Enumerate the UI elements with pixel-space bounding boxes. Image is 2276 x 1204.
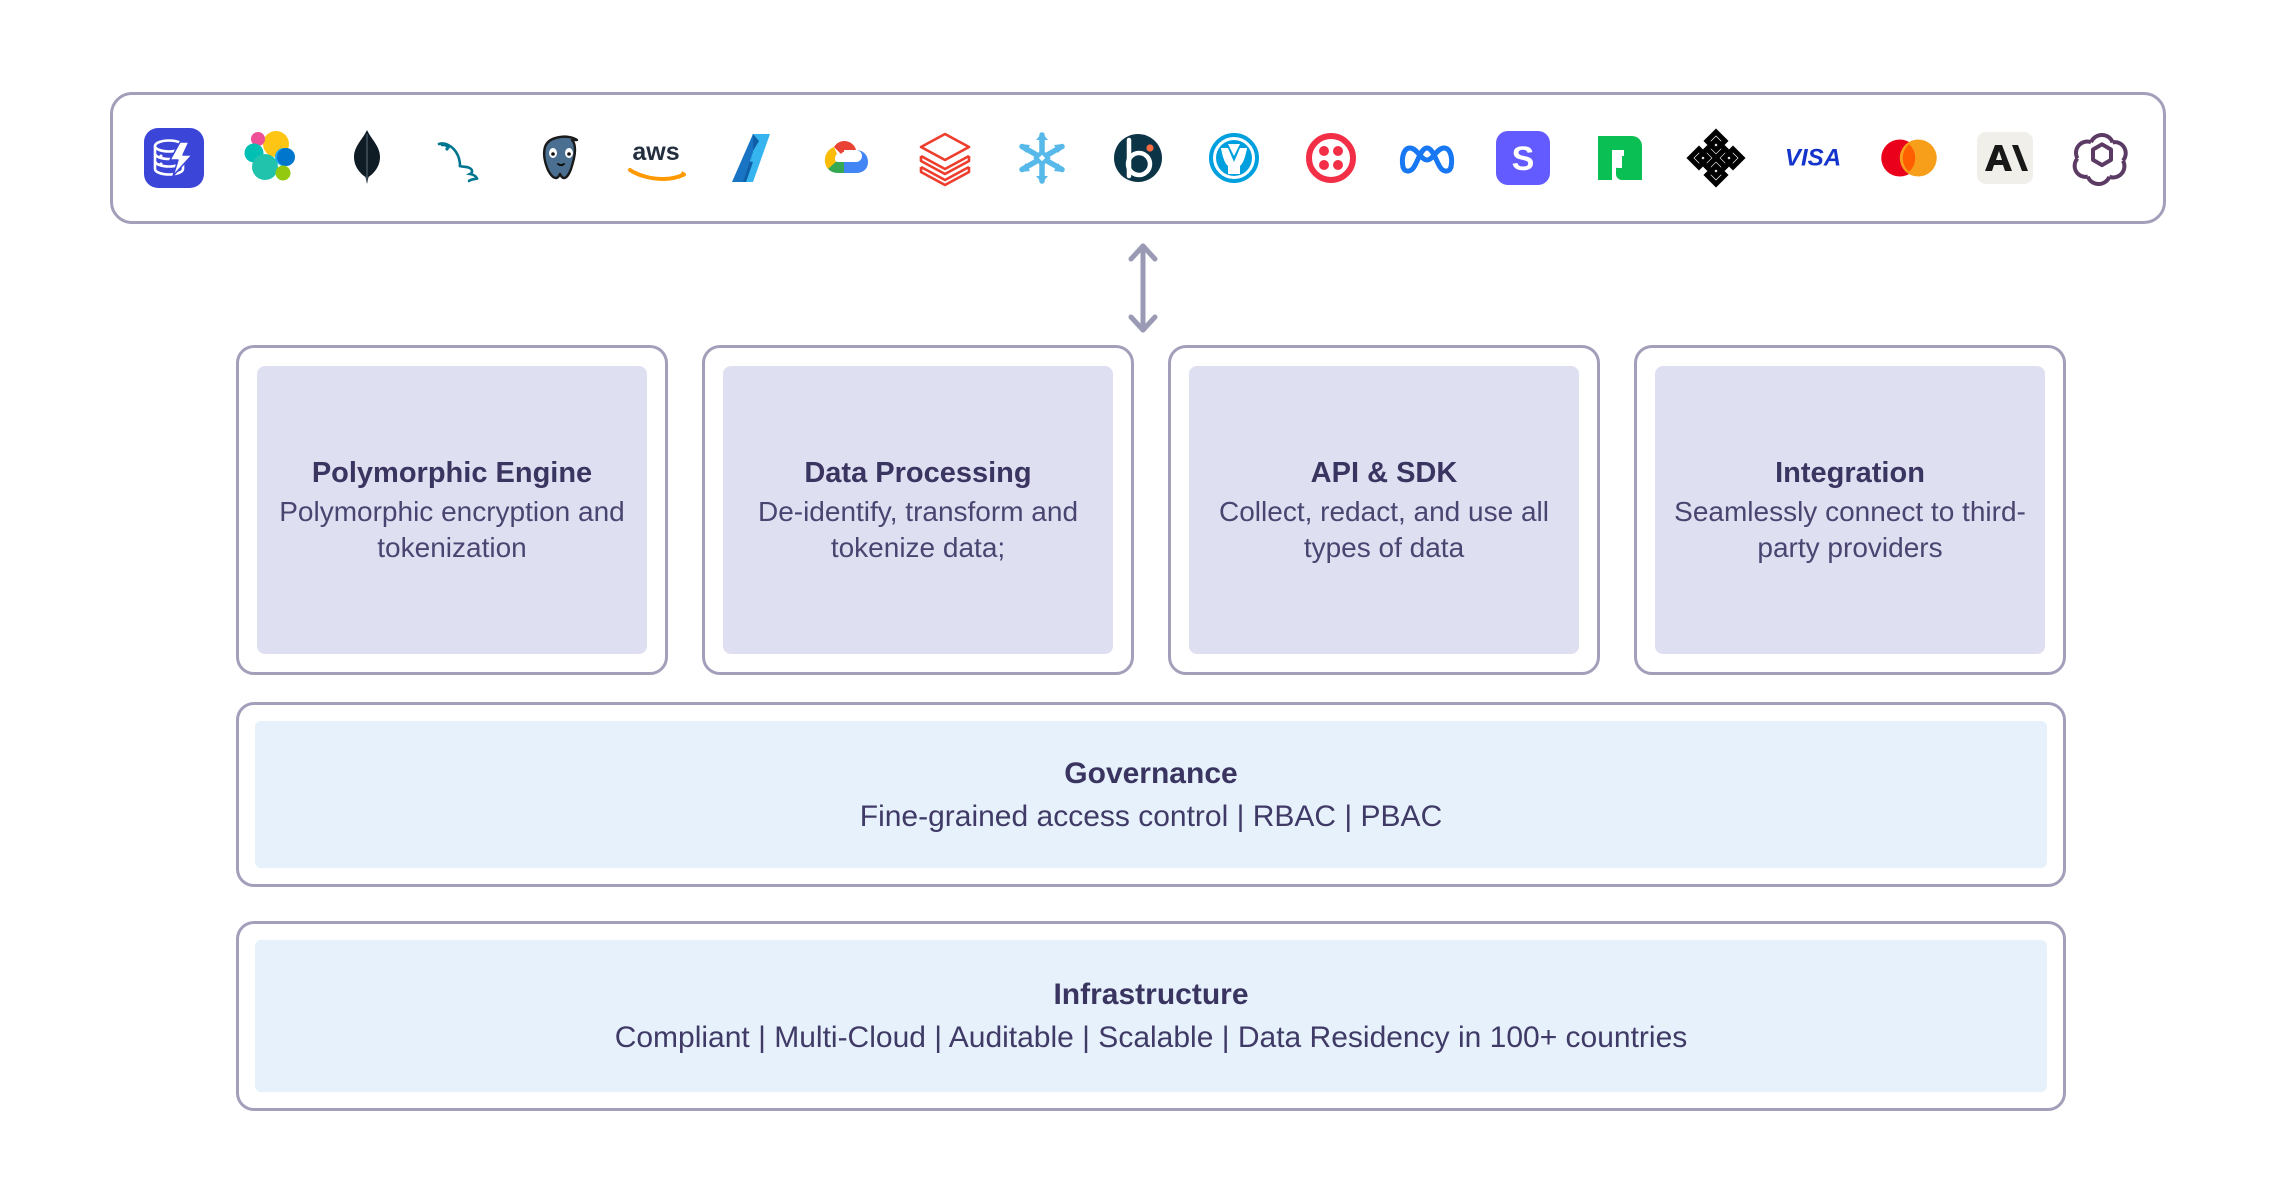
card-inner: Data Processing De-identify, transform a…	[723, 366, 1113, 654]
openai-icon	[2065, 121, 2139, 195]
double-headed-vertical-arrow	[1113, 238, 1173, 338]
elastic-icon	[233, 121, 307, 195]
mastercard-icon	[1872, 121, 1946, 195]
anthropic-icon	[1968, 121, 2042, 195]
card-data-processing[interactable]: Data Processing De-identify, transform a…	[702, 345, 1134, 675]
svg-text:S: S	[1512, 140, 1535, 178]
band-description: Fine-grained access control | RBAC | PBA…	[859, 799, 1443, 833]
mongodb-icon	[330, 121, 404, 195]
card-description: Collect, redact, and use all types of da…	[1219, 495, 1549, 563]
band-description: Compliant | Multi-Cloud | Auditable | Sc…	[614, 1021, 1688, 1054]
twilio-icon	[1294, 121, 1368, 195]
mulesoft-icon	[1197, 121, 1271, 195]
card-polymorphic-engine[interactable]: Polymorphic Engine Polymorphic encryptio…	[236, 345, 668, 675]
infrastructure-band[interactable]: Infrastructure Compliant | Multi-Cloud |…	[236, 921, 2066, 1111]
integrations-logo-strip: aws	[110, 92, 2166, 224]
band-inner: Governance Fine-grained access control |…	[255, 721, 2047, 868]
mysql-icon	[426, 121, 500, 195]
snowflake-icon	[1005, 121, 1079, 195]
card-title: Integration	[1775, 456, 1925, 489]
card-title: Polymorphic Engine	[311, 456, 593, 489]
card-inner: API & SDK Collect, redact, and use all t…	[1189, 366, 1579, 654]
card-api-sdk[interactable]: API & SDK Collect, redact, and use all t…	[1168, 345, 1600, 675]
visa-icon: VISA	[1776, 121, 1850, 195]
card-integration[interactable]: Integration Seamlessly connect to third-…	[1634, 345, 2066, 675]
capability-card-row: Polymorphic Engine Polymorphic encryptio…	[236, 345, 2066, 675]
databricks-icon	[908, 121, 982, 195]
governance-band[interactable]: Governance Fine-grained access control |…	[236, 702, 2066, 887]
svg-text:VISA: VISA	[1785, 145, 1841, 172]
card-description: De-identify, transform and tokenize data…	[757, 495, 1079, 563]
card-description: Polymorphic encryption and tokenization	[279, 495, 625, 563]
stripe-icon: S	[1486, 121, 1560, 195]
band-title: Governance	[1064, 756, 1238, 790]
card-inner: Integration Seamlessly connect to third-…	[1655, 366, 2045, 654]
google-cloud-icon	[812, 121, 886, 195]
azure-icon	[715, 121, 789, 195]
card-description: Seamlessly connect to third-party provid…	[1674, 495, 2026, 563]
card-title: Data Processing	[804, 456, 1032, 489]
skyflow-icon	[137, 121, 211, 195]
card-inner: Polymorphic Engine Polymorphic encryptio…	[257, 366, 647, 654]
card-title: API & SDK	[1310, 456, 1458, 489]
plaid-icon	[1679, 121, 1753, 195]
meta-icon	[1390, 121, 1464, 195]
aws-icon: aws	[619, 121, 693, 195]
braze-icon	[1101, 121, 1175, 195]
svg-text:aws: aws	[632, 138, 679, 166]
band-inner: Infrastructure Compliant | Multi-Cloud |…	[255, 940, 2047, 1092]
postgresql-icon	[523, 121, 597, 195]
adyen-icon	[1583, 121, 1657, 195]
band-title: Infrastructure	[1053, 978, 1249, 1011]
